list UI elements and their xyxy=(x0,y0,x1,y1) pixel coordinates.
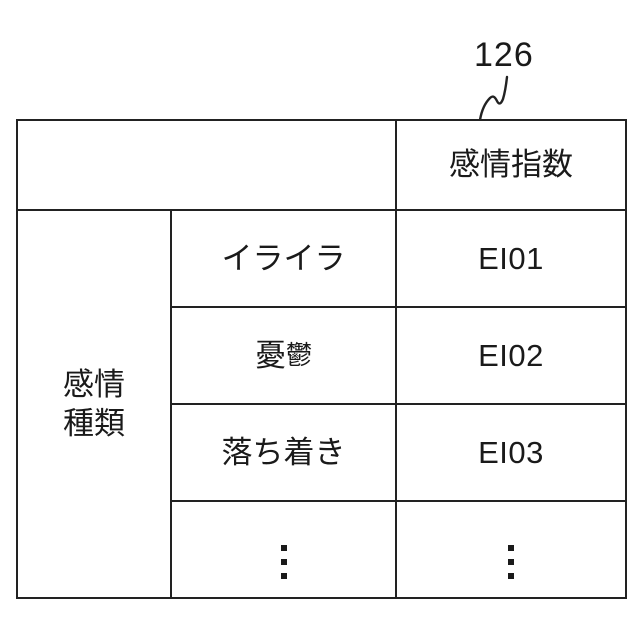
reference-numeral-126: 126 xyxy=(474,36,534,74)
vertical-ellipsis-icon xyxy=(280,544,287,579)
row-group-label-line2: 種類 xyxy=(63,406,125,441)
table-row xyxy=(17,500,627,599)
emotion-name-cell: 憂鬱 xyxy=(170,306,397,405)
vertical-ellipsis-icon xyxy=(508,544,514,579)
table-row: 落ち着き EI03 xyxy=(17,403,627,502)
emotion-name-cell: 落ち着き xyxy=(170,403,397,502)
table-row: 感情種類 イライラ EI01 xyxy=(16,209,627,599)
leader-line-icon xyxy=(478,75,509,122)
header-emotion-index: 感情指数 xyxy=(395,119,627,211)
table-row: 憂鬱 EI02 xyxy=(17,306,627,405)
header-empty-cell xyxy=(16,119,397,211)
emotion-name-main: 憂 xyxy=(254,337,286,373)
emotion-name-sub: 鬱 xyxy=(285,339,312,370)
emotion-index-table: 感情指数 感情種類 イライラ EI01 憂鬱 EI02 落ち着き EI03 xyxy=(16,119,627,599)
emotion-code-cell: EI03 xyxy=(395,403,627,502)
row-group-label-emotion-type: 感情種類 xyxy=(16,209,172,599)
row-group-label-line1: 感情 xyxy=(63,366,125,402)
emotion-code-ellipsis-cell xyxy=(395,500,627,599)
emotion-code-cell: EI01 xyxy=(395,209,627,308)
emotion-code-cell: EI02 xyxy=(395,306,627,405)
emotion-name-cell: イライラ xyxy=(170,209,397,308)
emotion-name-ellipsis-cell xyxy=(170,500,397,599)
table-header-row: 感情指数 xyxy=(16,119,627,211)
